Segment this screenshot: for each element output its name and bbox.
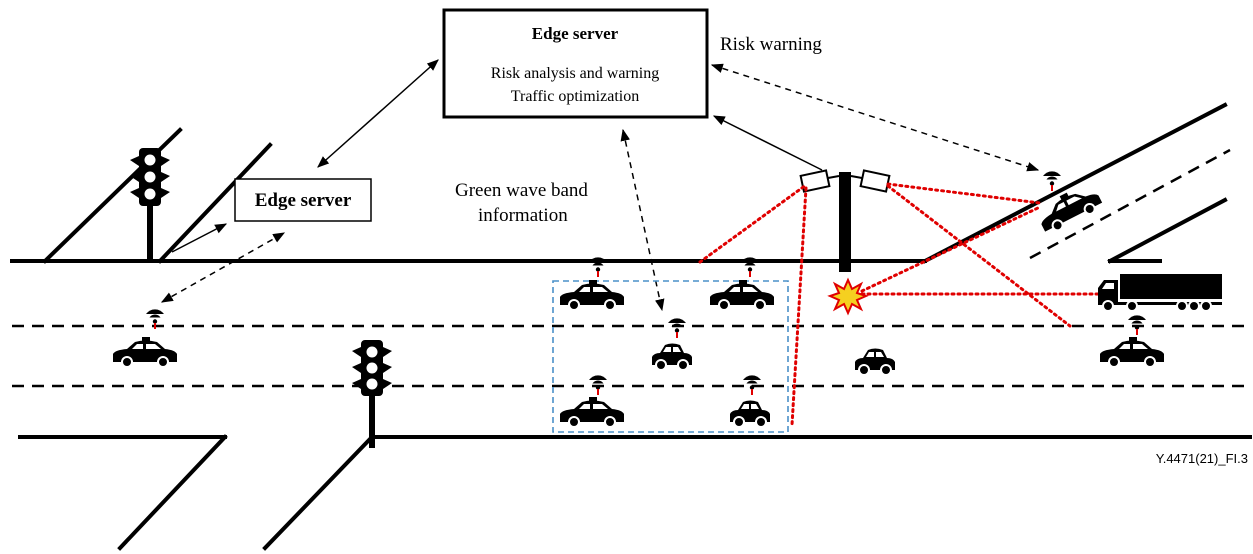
sensor-links: [698, 182, 1100, 427]
edge-server-main-line1: Risk analysis and warning: [491, 65, 659, 82]
green-wave-label-line1: Green wave band: [455, 180, 588, 201]
green-wave-platoon-box: [552, 280, 789, 433]
car-icon: [729, 399, 771, 428]
edge-server-main-line2: Traffic optimization: [511, 88, 639, 105]
car-icon: [559, 396, 625, 428]
camera-pole: [799, 169, 891, 272]
car-icon: [1032, 179, 1106, 238]
edge-server-local: Edge server: [234, 178, 372, 222]
risk-warning-label: Risk warning: [720, 34, 822, 55]
edge-server-main: Edge server Risk analysis and warning Tr…: [442, 8, 709, 119]
figure-id: Y.4471(21)_FI.3: [1156, 451, 1248, 466]
communication-arrows: [160, 59, 1040, 312]
camera-icon: [799, 169, 840, 193]
car-icon: [112, 336, 178, 368]
collision-icon: [827, 277, 869, 316]
car-icon: [709, 279, 775, 311]
car-icon: [854, 347, 896, 376]
truck-icon: [1098, 274, 1222, 312]
camera-icon: [850, 169, 891, 193]
traffic-light-icon: [130, 148, 170, 261]
road-network: [10, 102, 1252, 551]
edge-server-local-title: Edge server: [255, 190, 352, 211]
car-icon: [651, 342, 693, 371]
car-icon: [1099, 336, 1165, 368]
edge-server-main-title: Edge server: [532, 24, 619, 43]
traffic-light-icon: [352, 340, 392, 448]
car-icon: [559, 279, 625, 311]
green-wave-label-line2: information: [478, 205, 568, 226]
